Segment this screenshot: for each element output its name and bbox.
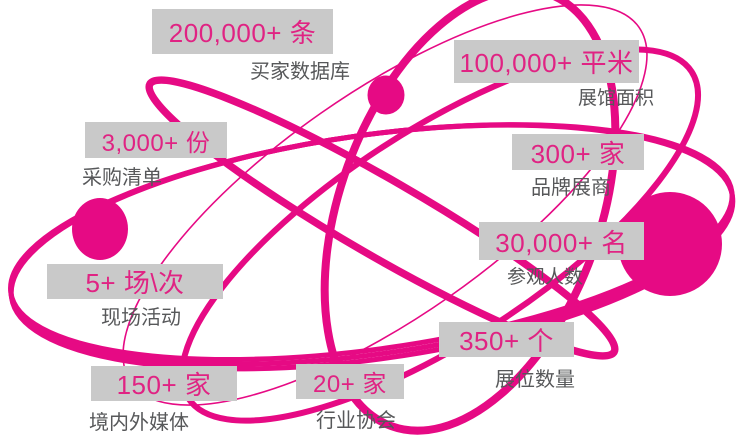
stat-label-brand-exhibitors: 品牌展商: [531, 177, 611, 199]
stat-label-booth-count: 展位数量: [495, 369, 575, 391]
stat-value-venue-area: 100,000+ 平米: [454, 40, 639, 83]
stat-value-media: 150+ 家: [91, 366, 237, 401]
stat-label-industry-associations: 行业协会: [316, 410, 396, 432]
stat-value-visitors: 30,000+ 名: [479, 222, 644, 260]
node-small-circle: [367, 75, 405, 115]
stat-value-brand-exhibitors: 300+ 家: [512, 134, 644, 170]
node-large-circle: [618, 192, 722, 296]
stat-label-procurement-lists: 采购清单: [82, 167, 162, 189]
stat-value-procurement-lists: 3,000+ 份: [85, 122, 227, 158]
orbit-main-ellipse-taper2: [8, 122, 735, 362]
stat-label-onsite-events: 现场活动: [101, 307, 181, 329]
stat-label-buyer-database: 买家数据库: [250, 61, 350, 83]
stat-value-industry-associations: 20+ 家: [296, 364, 404, 399]
stat-value-buyer-database: 200,000+ 条: [152, 9, 333, 54]
stat-value-booth-count: 350+ 个: [439, 322, 574, 357]
node-medium-circle: [72, 198, 128, 260]
stat-value-onsite-events: 5+ 场\次: [47, 264, 223, 299]
stat-label-media: 境内外媒体: [89, 412, 189, 434]
orbit-loop-ellipse: [145, 76, 619, 360]
stat-label-venue-area: 展馆面积: [578, 88, 655, 109]
stat-label-visitors: 参观人数: [507, 267, 584, 288]
